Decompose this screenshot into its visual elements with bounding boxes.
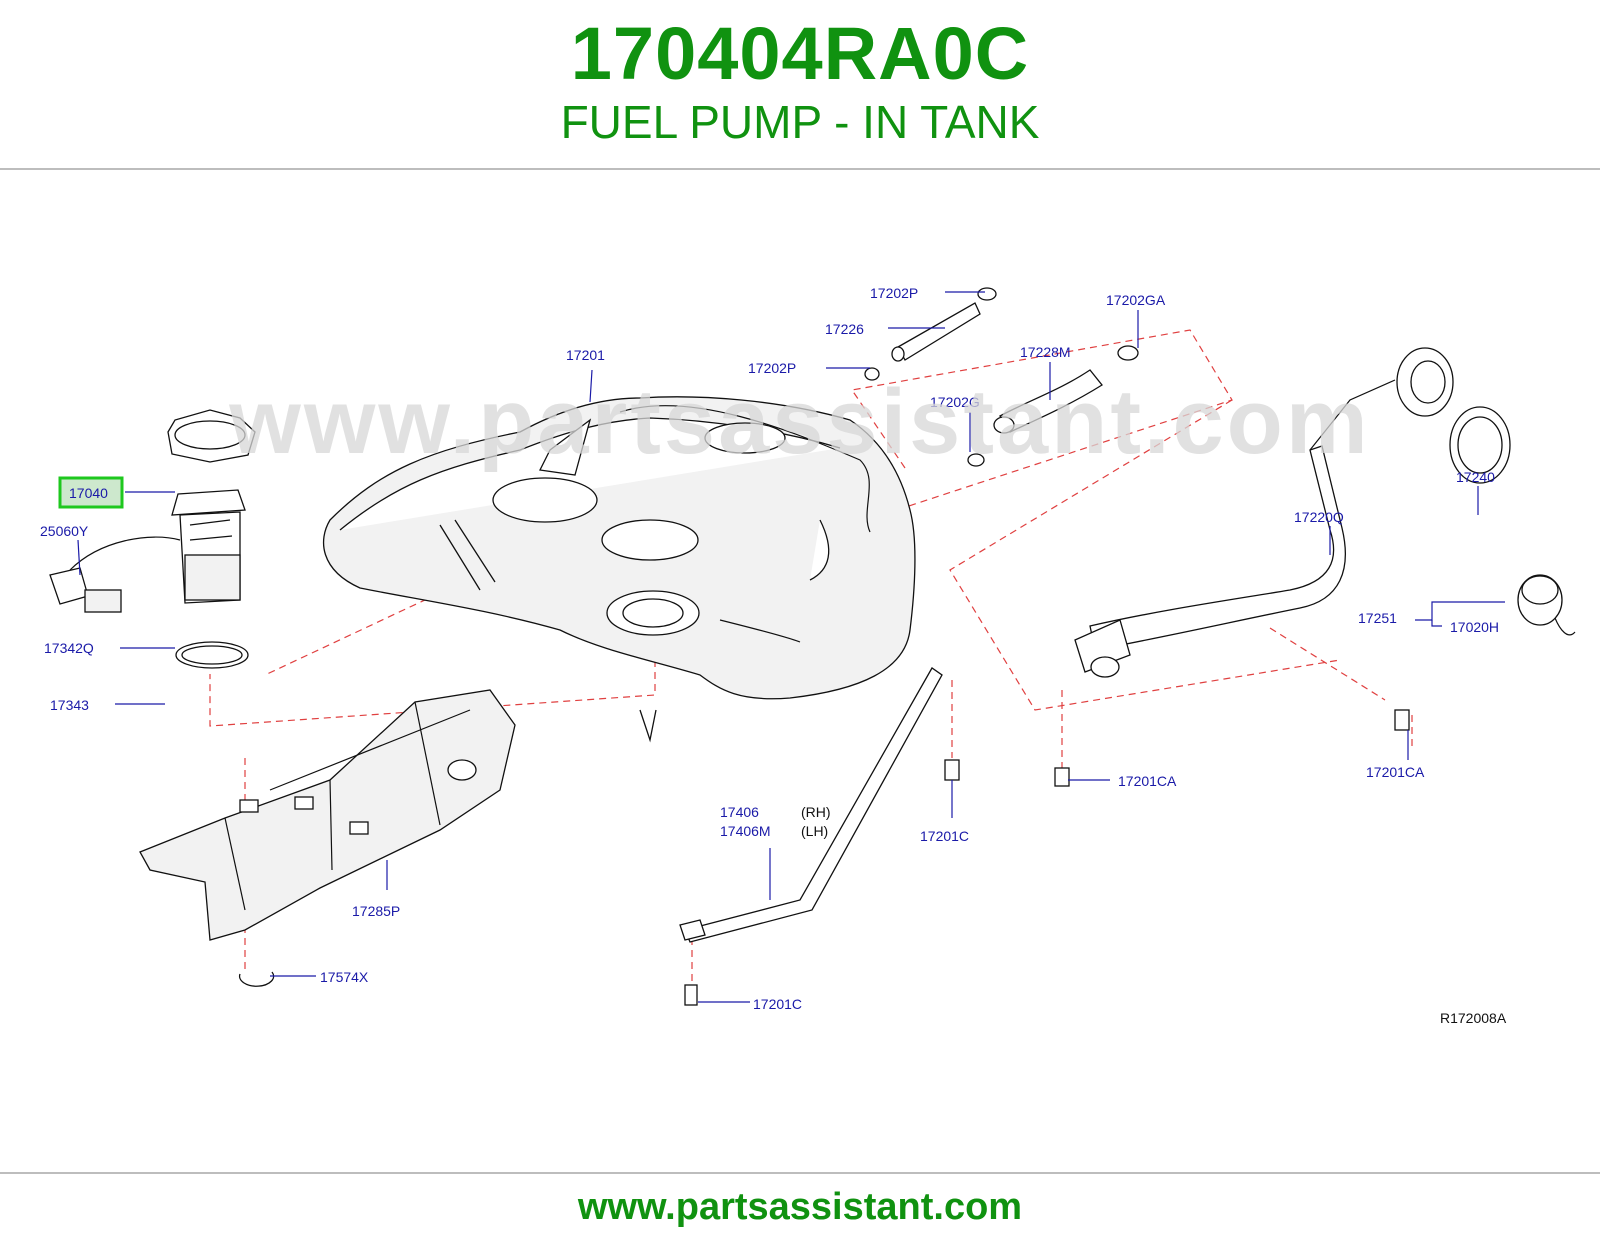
header-divider bbox=[0, 168, 1600, 170]
tank-band-17406 bbox=[679, 667, 943, 943]
callout-17202P-mid[interactable]: 17202P bbox=[748, 360, 796, 376]
parts-diagram: 17343 17040 25060Y 17342Q 17201 17202P 1… bbox=[0, 270, 1600, 1070]
exploded-view-drawing: 17343 17040 25060Y 17342Q 17201 17202P 1… bbox=[40, 285, 1576, 1026]
callout-17228M[interactable]: 17228M bbox=[1020, 344, 1071, 360]
callout-17343[interactable]: 17343 bbox=[50, 697, 89, 713]
callout-17251[interactable]: 17251 bbox=[1358, 610, 1397, 626]
callout-17201CA-left[interactable]: 17201CA bbox=[1118, 773, 1177, 789]
leader-lines bbox=[77, 291, 1505, 1003]
highlighted-part-box bbox=[58, 476, 124, 509]
callout-25060Y[interactable]: 25060Y bbox=[40, 523, 89, 539]
callout-17240[interactable]: 17240 bbox=[1456, 469, 1495, 485]
part-number-title: 170404RA0C bbox=[570, 12, 1030, 95]
footer-url-link[interactable]: www.partsassistant.com bbox=[577, 1186, 1023, 1228]
page-header: 170404RA0C FUEL PUMP - IN TANK bbox=[0, 0, 1600, 168]
fuel-tank-17201 bbox=[322, 396, 916, 743]
diagram-reference-code: R172008A bbox=[1440, 1010, 1507, 1026]
mounting-bolts bbox=[238, 709, 1410, 1006]
callout-17220Q[interactable]: 17220Q bbox=[1294, 509, 1344, 525]
callout-17342Q[interactable]: 17342Q bbox=[44, 640, 94, 656]
callout-17201CA-right[interactable]: 17201CA bbox=[1366, 764, 1425, 780]
footer-divider bbox=[0, 1172, 1600, 1174]
callout-17202G[interactable]: 17202G bbox=[930, 394, 980, 410]
callout-17201C-right[interactable]: 17201C bbox=[920, 828, 969, 844]
callout-17574X[interactable]: 17574X bbox=[320, 969, 369, 985]
part-name-subtitle: FUEL PUMP - IN TANK bbox=[560, 96, 1040, 148]
heat-insulator-17285P bbox=[139, 689, 516, 941]
callout-17020H[interactable]: 17020H bbox=[1450, 619, 1499, 635]
callout-17202P-top[interactable]: 17202P bbox=[870, 285, 918, 301]
callout-17406-side: (RH) bbox=[801, 804, 831, 820]
fuel-pump-module-17040 bbox=[49, 409, 256, 669]
callout-17406[interactable]: 17406 bbox=[720, 804, 759, 820]
callout-17201C-bottom[interactable]: 17201C bbox=[753, 996, 802, 1012]
filler-tube-assembly-17220Q bbox=[1074, 347, 1576, 678]
callout-17406M-side: (LH) bbox=[801, 823, 828, 839]
callout-17201[interactable]: 17201 bbox=[566, 347, 605, 363]
callout-17202GA[interactable]: 17202GA bbox=[1106, 292, 1166, 308]
callout-17406M[interactable]: 17406M bbox=[720, 823, 771, 839]
callout-17285P[interactable]: 17285P bbox=[352, 903, 400, 919]
callout-17226[interactable]: 17226 bbox=[825, 321, 864, 337]
fill-hoses-and-clamps bbox=[864, 287, 1139, 467]
callout-17040[interactable]: 17040 bbox=[69, 485, 108, 501]
